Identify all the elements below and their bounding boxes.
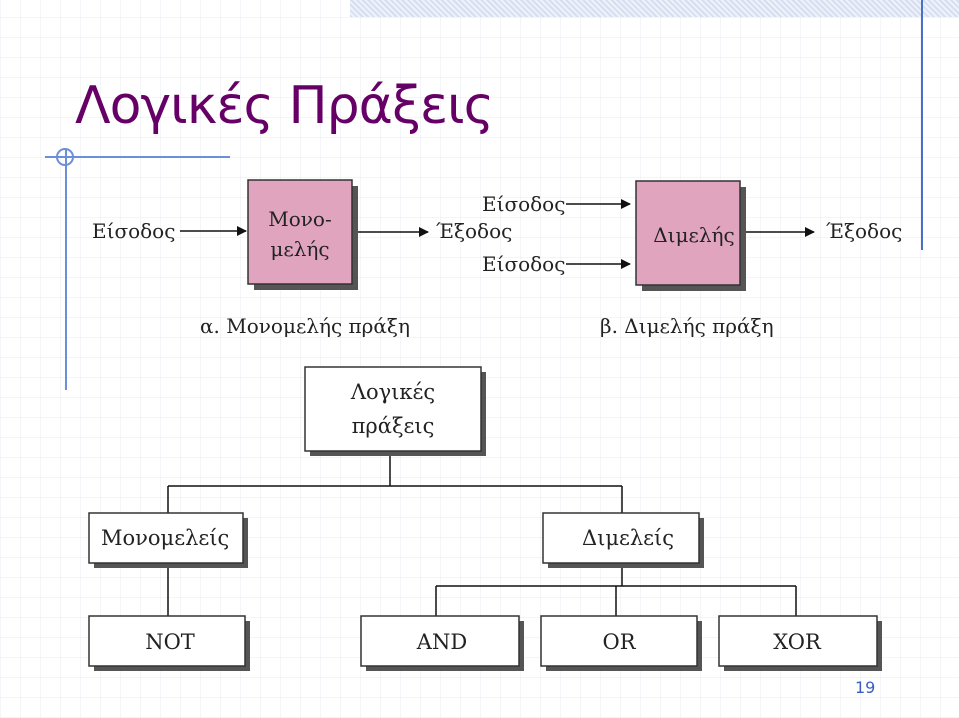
title-underline-rule [45, 156, 230, 158]
and-node-label: AND [416, 630, 467, 654]
not-node-box [88, 615, 246, 667]
root-node-box [304, 366, 482, 452]
root-node-label-line1: Λογικές [350, 380, 435, 404]
top-decorative-band [350, 0, 959, 17]
and-node-box [360, 615, 520, 667]
binary-operator-box [635, 180, 741, 286]
page-number: 19 [855, 678, 875, 697]
xor-node-label: XOR [773, 630, 822, 654]
binary-input2-label: Είσοδος [482, 252, 565, 276]
left-accent-rule [65, 150, 67, 390]
unary-operator-box [247, 179, 353, 285]
xor-node-box [718, 615, 878, 667]
unary-output-label: Έξοδος [436, 219, 512, 243]
or-node-box [540, 615, 698, 667]
classification-tree: Λογικές πράξεις Μονομελείς Διμελείς NOT … [88, 366, 882, 671]
unary-input-label: Είσοδος [92, 219, 175, 243]
right-accent-rule [921, 0, 923, 250]
unary-operation-block: Είσοδος Μονο- μελής Έξοδος α. Μονομελής … [92, 179, 512, 338]
binary-caption: β. Διμελής πράξη [600, 314, 774, 338]
unary-node-box [88, 512, 244, 564]
corner-ring-ornament [56, 148, 74, 166]
or-node-label: OR [602, 630, 636, 654]
slide-title: Λογικές Πράξεις [75, 76, 494, 136]
binary-node-box [542, 512, 700, 564]
binary-node-label: Διμελείς [582, 526, 674, 550]
binary-box-label: Διμελής [653, 223, 735, 247]
unary-box-label-line1: Μονο- [268, 207, 331, 231]
unary-caption: α. Μονομελής πράξη [200, 314, 410, 338]
root-node-label-line2: πράξεις [352, 414, 435, 438]
unary-node-label: Μονομελείς [101, 526, 229, 550]
not-node-label: NOT [145, 630, 195, 654]
binary-operation-block: Είσοδος Είσοδος Διμελής Έξοδος β. Διμελή… [482, 180, 902, 338]
unary-box-label-line2: μελής [270, 237, 329, 261]
binary-output-label: Έξοδος [826, 219, 902, 243]
binary-input1-label: Είσοδος [482, 192, 565, 216]
